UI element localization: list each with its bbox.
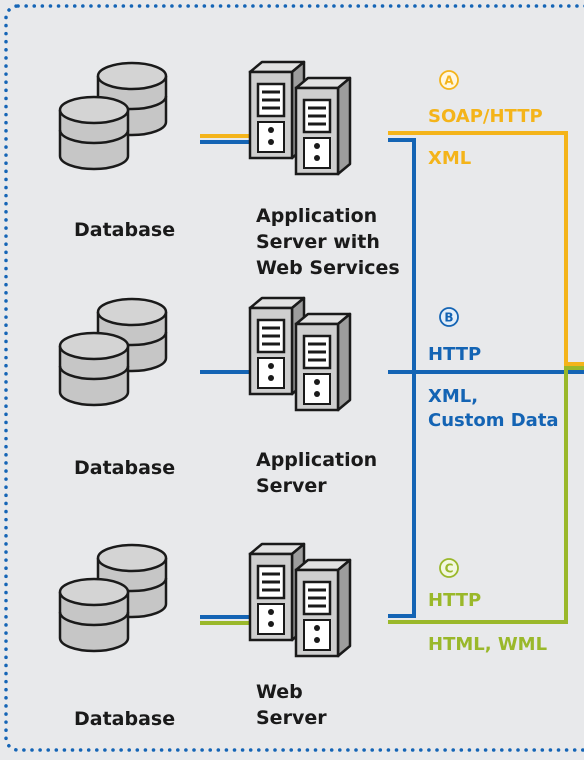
server-label-a-line1: Application (256, 205, 377, 227)
protocol-a: SOAP/HTTP (428, 106, 543, 127)
server-icon-a (250, 62, 350, 174)
database-label-a: Database (74, 219, 175, 241)
badge-a-circle (439, 70, 459, 90)
server-label-c-line1: Web (256, 681, 303, 703)
database-icon-a (60, 63, 166, 169)
server-icon-b (250, 298, 350, 410)
database-label-b: Database (74, 457, 175, 479)
payload-a: XML (428, 148, 471, 169)
server-icon-c (250, 544, 350, 656)
badge-b-letter: B (444, 311, 453, 325)
payload-b-line1: XML, (428, 386, 478, 407)
payload-b-line2: Custom Data (428, 410, 559, 431)
badge-c-circle (439, 558, 459, 578)
server-label-a-line3: Web Services (256, 257, 400, 279)
badge-a-letter: A (444, 74, 454, 88)
database-icon-c (60, 545, 166, 651)
database-label-c: Database (74, 708, 175, 730)
server-label-b-line1: Application (256, 449, 377, 471)
protocol-c: HTTP (428, 590, 481, 611)
server-label-b-line2: Server (256, 475, 327, 497)
database-icon-b (60, 299, 166, 405)
protocol-b: HTTP (428, 344, 481, 365)
server-label-c-line2: Server (256, 707, 327, 729)
payload-c: HTML, WML (428, 634, 547, 655)
badge-b-circle (439, 307, 459, 327)
server-label-a-line2: Server with (256, 231, 380, 253)
dotted-border (4, 4, 584, 752)
badge-c-letter: C (445, 562, 454, 576)
